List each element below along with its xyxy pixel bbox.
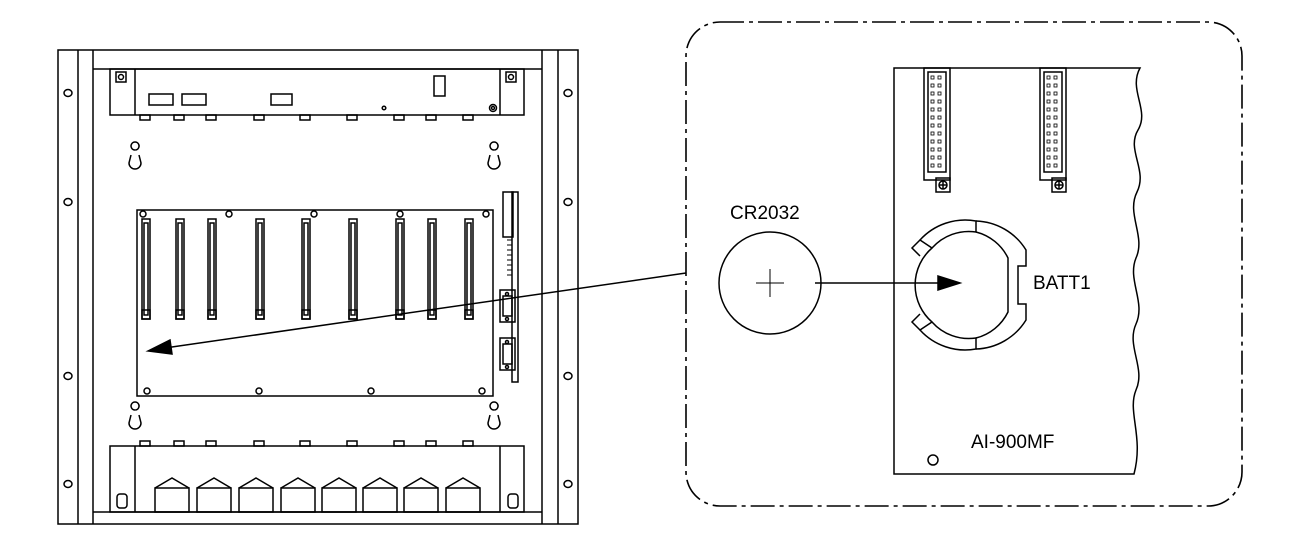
keyhole-mount-icon bbox=[128, 141, 501, 430]
slot-connector bbox=[348, 218, 358, 320]
fan-module bbox=[362, 477, 398, 513]
fan-module bbox=[403, 477, 439, 513]
pin-header-right bbox=[1039, 67, 1067, 193]
fan-module bbox=[154, 477, 190, 513]
rack-chassis bbox=[57, 49, 579, 525]
rack-ear-holes bbox=[63, 88, 573, 489]
slot-connector bbox=[207, 218, 217, 320]
backplane-board bbox=[136, 209, 494, 397]
board-mounting-hole bbox=[927, 454, 939, 466]
detail-callout bbox=[685, 21, 1243, 507]
battery-holder bbox=[910, 219, 1027, 351]
slot-connector bbox=[175, 218, 185, 320]
bottom-fan-modules bbox=[154, 477, 481, 513]
location-arrow bbox=[145, 272, 687, 355]
pin-header-left bbox=[923, 67, 951, 193]
plus-terminal-icon bbox=[756, 269, 784, 297]
board-outline bbox=[893, 67, 1143, 475]
top-vent-tabs bbox=[139, 114, 474, 121]
fan-module bbox=[445, 477, 481, 513]
slot-connector bbox=[301, 218, 311, 320]
slot-connector bbox=[427, 218, 437, 320]
slot-connector bbox=[395, 218, 405, 320]
rack-outer-frame bbox=[57, 49, 579, 525]
slot-connector bbox=[141, 218, 151, 320]
fan-module bbox=[238, 477, 274, 513]
backplane-slot-connectors bbox=[141, 218, 474, 320]
top-module bbox=[109, 68, 525, 116]
side-connector-panel bbox=[499, 191, 519, 383]
fan-module bbox=[280, 477, 316, 513]
insertion-arrow bbox=[815, 274, 963, 292]
battery-type-label: CR2032 bbox=[730, 203, 800, 224]
coin-cell-battery bbox=[718, 231, 822, 335]
board-name-label: AI-900MF bbox=[971, 432, 1054, 453]
slot-connector bbox=[255, 218, 265, 320]
fan-module bbox=[196, 477, 232, 513]
fan-module bbox=[321, 477, 357, 513]
bottom-module bbox=[109, 445, 525, 513]
detail-dashed-border bbox=[685, 21, 1243, 507]
battery-holder-label: BATT1 bbox=[1033, 273, 1091, 294]
slot-connector bbox=[464, 218, 474, 320]
